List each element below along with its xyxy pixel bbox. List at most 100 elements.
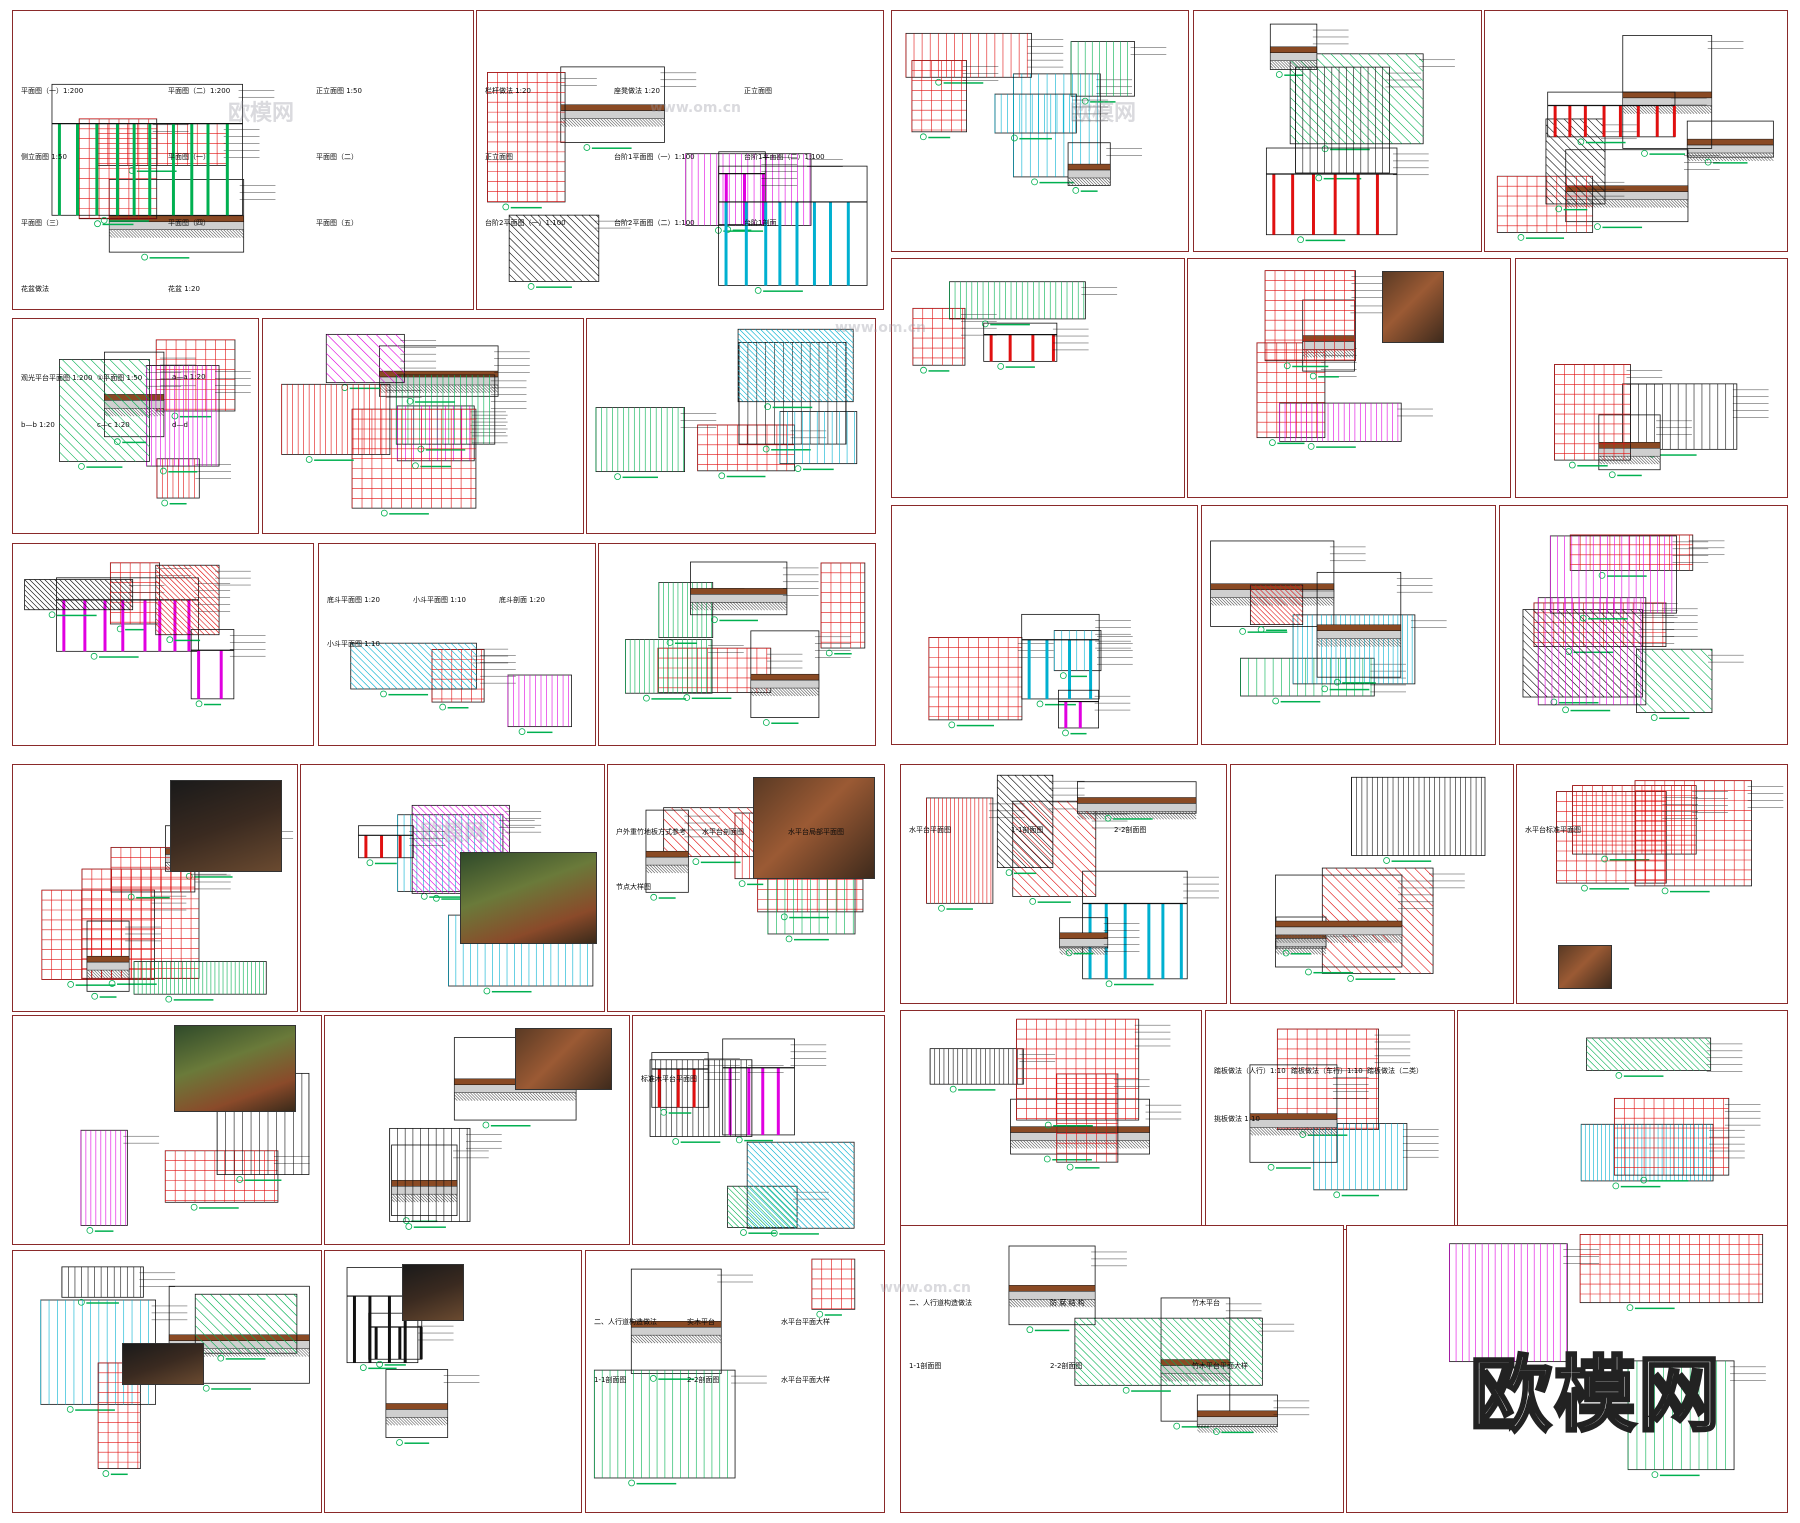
drawing-sheet-s10 [1187, 258, 1511, 498]
reference-photo [174, 1025, 296, 1112]
drawing-sheet-s8 [586, 318, 876, 534]
drawing-caption: 花盆做法 [21, 285, 49, 293]
sheet-linework [593, 1258, 856, 1487]
sheet-linework [1210, 540, 1447, 705]
sheet-linework [1008, 1245, 1310, 1436]
sheet-linework [1496, 35, 1774, 241]
drawing-caption: 观光平台平面图 1:200 [21, 374, 93, 382]
drawing-caption: 小斗平面图 1:10 [413, 596, 466, 604]
sheet-linework [1556, 780, 1784, 895]
drawing-caption: 水平台平面图 [909, 826, 951, 834]
drawing-sheet-s9 [891, 258, 1185, 498]
sheet-linework [1256, 270, 1433, 450]
sheet-linework [51, 83, 276, 261]
drawing-sheet-s23: 水平台标准平面图 [1516, 764, 1788, 1004]
drawing-caption: 台阶2平面图（一）1:100 [485, 219, 566, 227]
sheet-linework [928, 613, 1133, 737]
faint-watermark-1: 欧模网 [228, 101, 295, 126]
drawing-caption: b—b 1:20 [21, 421, 55, 429]
sheet-linework [1275, 776, 1486, 982]
sheet-linework [281, 333, 530, 517]
sheet-linework [350, 642, 572, 735]
sheet-linework [59, 339, 251, 507]
drawing-caption: 平面图（四） [168, 219, 210, 227]
drawing-sheet-s3 [891, 10, 1189, 252]
sheet-linework [929, 1018, 1182, 1171]
drawing-sheet-s5 [1484, 10, 1788, 252]
sheet-linework [905, 32, 1167, 194]
drawing-caption: 座凳做法 1:20 [614, 87, 660, 95]
drawing-caption: 平面图（一） [168, 153, 210, 161]
drawing-caption: 台阶1剖面 [744, 219, 777, 227]
drawing-caption: c—c 1:20 [97, 421, 130, 429]
drawing-caption: 标准木平台平面图 [641, 1075, 697, 1083]
drawing-caption: 踏板做法（车行）1:10 [1291, 1067, 1363, 1075]
drawing-caption: 竹木平台平面大样 [1192, 1362, 1248, 1370]
reference-photo [753, 777, 875, 879]
reference-photo [1558, 945, 1612, 989]
drawing-caption: d—d [172, 421, 188, 429]
reference-photo [460, 852, 597, 944]
drawing-caption: 台阶1平面图（一）1:100 [614, 153, 695, 161]
drawing-sheet-s20: 户外重竹地板方式参考水平台剖面图水平台局部平面图节点大样图 [607, 764, 885, 1012]
drawing-caption: 踏板做法（二类） [1367, 1067, 1423, 1075]
drawing-sheet-s19 [300, 764, 605, 1012]
drawing-caption: a—a 1:20 [172, 373, 206, 381]
drawing-caption: 防 腐 结 构 [1050, 1299, 1085, 1307]
drawing-caption: 底斗平面图 1:20 [327, 596, 380, 604]
drawing-caption: 实木平台 [687, 1318, 715, 1326]
drawing-caption: 2-2剖面图 [1114, 826, 1147, 834]
reference-photo [1382, 271, 1444, 343]
drawing-caption: 台阶2平面图（二）1:100 [614, 219, 695, 227]
drawing-caption: 花盆 1:20 [168, 285, 200, 293]
drawing-caption: 水平台平面大样 [781, 1318, 830, 1326]
drawing-caption: 平面图（二） [316, 153, 358, 161]
drawing-sheet-s21: 水平台平面图 1-1剖面图 2-2剖面图 [900, 764, 1227, 1004]
drawing-caption: 1-1剖面图 [1011, 826, 1044, 834]
drawing-caption: 节点大样图 [616, 883, 651, 891]
sheet-linework [1522, 534, 1744, 721]
brand-watermark: 欧模网 [1468, 1347, 1723, 1445]
drawing-sheet-s34 [1346, 1225, 1788, 1513]
drawing-caption: 二、人行道构造做法 [909, 1299, 972, 1307]
drawing-caption: 正立面图 [485, 153, 513, 161]
faint-watermark-4: www.om.cn [835, 320, 927, 336]
drawing-sheet-s13: 底斗平面图 1:20 小斗平面图 1:10 底斗剖面 1:20 小斗平面图 1:10 [318, 543, 596, 746]
drawing-caption: 挑板做法 1:10 [1214, 1115, 1260, 1123]
drawing-sheet-s25 [324, 1015, 630, 1245]
drawing-sheet-s27 [900, 1010, 1202, 1230]
drawing-caption: 平面图（一）1:200 [21, 87, 84, 95]
sheet-linework [24, 562, 266, 708]
drawing-caption: 水平台平面大样 [781, 1376, 830, 1384]
drawing-sheet-s29 [1457, 1010, 1788, 1230]
sheet-linework [80, 1072, 310, 1234]
sheet-linework [595, 328, 858, 480]
drawing-caption: 2-2剖面图 [687, 1376, 720, 1384]
sheet-linework [1554, 364, 1769, 479]
drawing-sheet-s7 [262, 318, 584, 534]
drawing-caption: 2-2剖面图 [1050, 1362, 1083, 1370]
faint-watermark-3: 欧模网 [1070, 101, 1137, 126]
reference-photo [122, 1343, 204, 1385]
reference-photo [515, 1028, 612, 1090]
drawing-caption: 正立面图 [744, 87, 772, 95]
drawing-caption: 小斗平面图 1:10 [327, 640, 380, 648]
drawing-caption: 二、人行道构造做法 [594, 1318, 657, 1326]
drawing-caption: 正立面图 1:50 [316, 87, 362, 95]
sheet-linework [346, 1267, 480, 1446]
drawing-sheet-s16 [1201, 505, 1496, 745]
sheet-linework [624, 561, 866, 726]
drawing-sheet-s30 [12, 1250, 322, 1513]
sheet-linework [912, 281, 1118, 374]
drawing-sheet-s15 [891, 505, 1198, 745]
drawing-caption: 底斗剖面 1:20 [499, 596, 545, 604]
drawing-caption: 栏杆做法 1:20 [485, 87, 531, 95]
drawing-sheet-s12 [12, 543, 314, 746]
drawing-caption: 水平台局部平面图 [788, 828, 844, 836]
drawing-caption: 平面图（五） [316, 219, 358, 227]
